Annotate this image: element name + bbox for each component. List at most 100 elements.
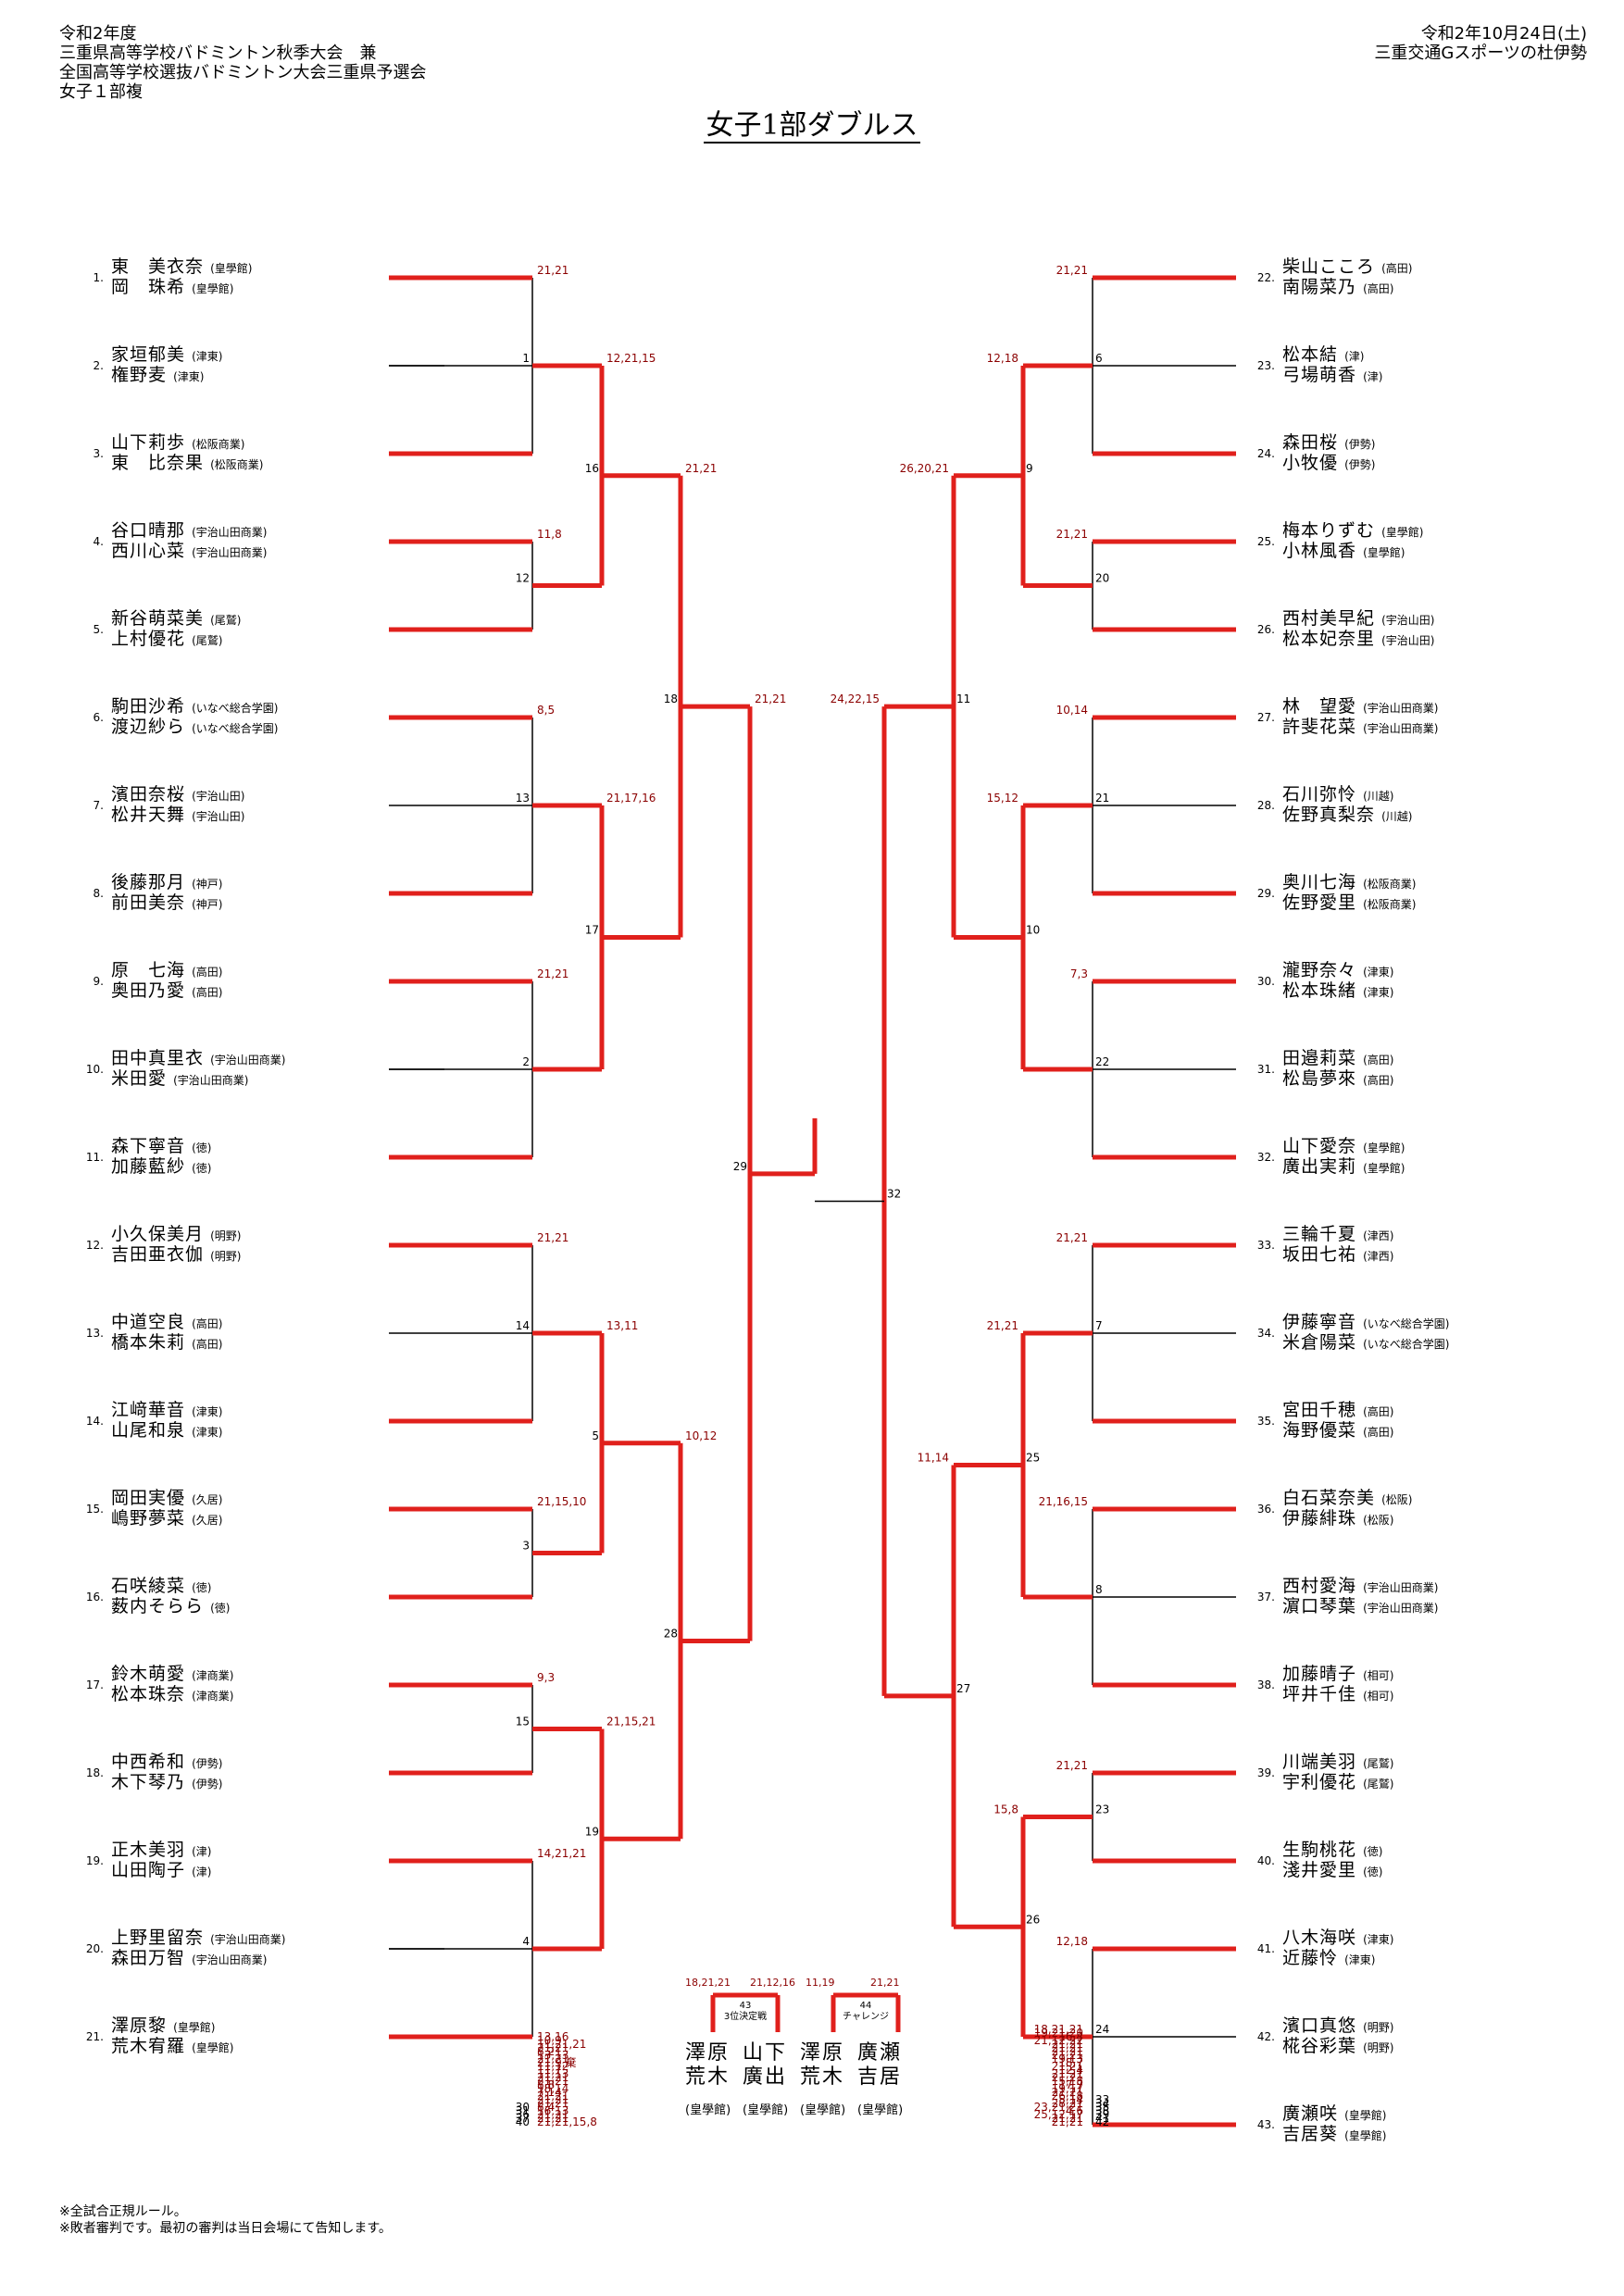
school-b: (尾鷲) (192, 634, 223, 647)
school-b-name: 松阪商業 (1367, 898, 1412, 911)
score-label: 14,21,21 (537, 1847, 586, 1860)
school-a: (相可) (1363, 1669, 1394, 1682)
seed-number: 43. (1256, 2118, 1275, 2131)
final-team: 澤原荒木(皇學館) (685, 2041, 731, 2123)
school-b-name: 松阪 (1367, 1514, 1390, 1527)
player-b: 上村優花 (尾鷲) (111, 630, 241, 650)
score-label: 19,21,20 (1034, 2027, 1083, 2040)
player-a-name: 宮田千穂 (1282, 1400, 1357, 1420)
player-pair: 28.石川弥怜 (川越)佐野真梨奈 (川越) (1257, 785, 1413, 826)
school-b: (徳) (192, 1162, 212, 1175)
player-a-name: 廣瀬咲 (1282, 2103, 1339, 2124)
school-b: (宇治山田商業) (173, 1074, 249, 1087)
score-label: 16,4 (1058, 2030, 1083, 2043)
match-number: 14 (516, 1319, 530, 1332)
player-b-name: 佐野真梨奈 (1282, 805, 1376, 825)
seed-number: 12. (85, 1239, 104, 1252)
seed-number: 35. (1256, 1415, 1275, 1428)
school-a: (津商業) (192, 1669, 234, 1682)
player-a-name: 家垣郁美 (111, 344, 186, 365)
school-a-name: 徳 (1367, 1845, 1379, 1858)
player-a: 石咲綾菜 (徳) (111, 1577, 230, 1597)
school-b: (尾鷲) (1363, 1778, 1394, 1791)
player-b: 米倉陽菜 (いなべ総合学園) (1282, 1333, 1449, 1354)
score-label: 13,11 (606, 1319, 638, 1332)
seed-number: 7. (93, 799, 104, 812)
player-b-name: 坪井千佳 (1282, 1684, 1357, 1704)
seed-number: 38. (1256, 1678, 1275, 1691)
player-b: 荒木宥羅 (皇學館) (111, 2037, 233, 2057)
player-b: 松井天舞 (宇治山田) (111, 805, 244, 826)
final-team: 澤原荒木(皇學館) (800, 2041, 845, 2123)
school-b-name: 皇學館 (1367, 1162, 1401, 1175)
score-label: 21,15,21 (606, 1716, 656, 1728)
player-a-name: 田中真里衣 (111, 1048, 205, 1068)
player-b-name: 小林風香 (1282, 541, 1357, 561)
score-label: 21,15,10 (537, 1495, 586, 1508)
player-a-name: 瀧野奈々 (1282, 960, 1357, 980)
school-a: (徳) (192, 1142, 212, 1154)
school-b: (皇學館) (1363, 1162, 1405, 1175)
player-b: 山尾和泉 (津東) (111, 1421, 222, 1441)
final-score: 11,19 (806, 1977, 835, 1989)
school-a: (明野) (1363, 2021, 1394, 2034)
school-a: (松阪商業) (1363, 878, 1417, 891)
score-label: 10,14 (1056, 704, 1088, 717)
school-a: (津) (192, 1845, 212, 1858)
score-label: 21,21 (537, 264, 568, 277)
player-a-name: 八木海咲 (1282, 1928, 1357, 1948)
seed-number: 3. (93, 447, 104, 460)
player-a: 廣瀬咲 (皇學館) (1282, 2104, 1386, 2125)
player-b-name: 淺井愛里 (1282, 1860, 1357, 1880)
score-label: 11,13 (537, 2067, 568, 2080)
score-label: 21,21 (1056, 1759, 1088, 1772)
school-b: (津東) (173, 370, 205, 383)
player-a: 加藤晴子 (相可) (1282, 1665, 1393, 1685)
match-number: 4 (522, 1935, 530, 1948)
school-a-name: 宇治山田商業 (214, 1933, 281, 1946)
seed-number: 5. (93, 623, 104, 636)
player-b-name: 坂田七祐 (1282, 1244, 1357, 1265)
match-number: 10 (1026, 924, 1040, 937)
score-label: 12,18 (987, 352, 1018, 365)
match-number: 25 (1026, 1452, 1040, 1465)
school-a-name: 津東 (1367, 1933, 1390, 1946)
match-number: 32 (887, 1188, 901, 1201)
score-label: 15,12 (987, 792, 1018, 805)
player-b: 佐野愛里 (松阪商業) (1282, 893, 1416, 914)
player-pair: 40.生駒桃花 (徳)淺井愛里 (徳) (1257, 1841, 1383, 1881)
player-b: 濵口琴葉 (宇治山田商業) (1282, 1597, 1438, 1617)
score-label: 21,21 (1056, 264, 1088, 277)
school-b-name: 相可 (1367, 1690, 1390, 1703)
school-b: (徳) (210, 1602, 231, 1615)
player-a-name: 石咲綾菜 (111, 1576, 186, 1596)
score-label: 21,21 (1056, 528, 1088, 541)
school-a: (いなべ総合学園) (192, 702, 279, 715)
player-b-name: 佐野愛里 (1282, 892, 1357, 913)
school-b: (津東) (1363, 986, 1394, 999)
school-a: (松阪) (1381, 1493, 1413, 1506)
school-b-name: 津 (195, 1866, 207, 1878)
player-pair: 26.西村美早紀 (宇治山田)松本妃奈里 (宇治山田) (1257, 609, 1435, 650)
school-b: (津東) (192, 1426, 223, 1439)
seed-number: 23. (1256, 359, 1275, 372)
match-number: 9 (1026, 462, 1033, 475)
player-b: 椛谷彩葉 (明野) (1282, 2037, 1393, 2057)
match-number: 11 (956, 693, 970, 705)
player-b-name: 廣出実莉 (1282, 1156, 1357, 1177)
player-b-name: 岡 珠希 (111, 277, 186, 297)
school-a-name: 皇學館 (1348, 2109, 1382, 2122)
school-a: (津東) (192, 1405, 223, 1418)
school-b-name: 松阪商業 (214, 458, 259, 471)
score-label: 8,21 (537, 2045, 562, 2058)
final-team-b: 荒木 (685, 2065, 731, 2089)
player-a-name: 濱口真悠 (1282, 2015, 1357, 2036)
player-a: 生駒桃花 (徳) (1282, 1841, 1382, 1861)
player-b-name: 松井天舞 (111, 805, 186, 825)
score-label: 25,12,17 (1034, 2108, 1083, 2121)
school-b: (久居) (192, 1514, 223, 1527)
player-b-name: 荒木宥羅 (111, 2036, 186, 2056)
final-team: 廣瀬吉居(皇學館) (857, 2041, 903, 2123)
player-b-name: 薮内そらら (111, 1596, 205, 1616)
